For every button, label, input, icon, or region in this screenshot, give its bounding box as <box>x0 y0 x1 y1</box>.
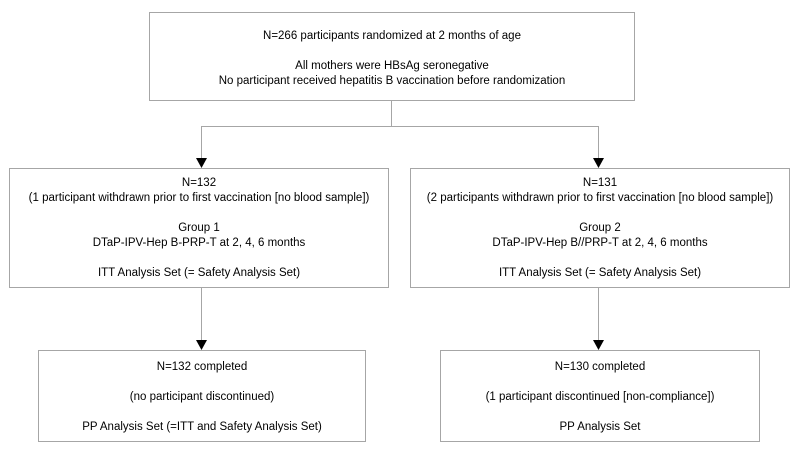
completed1-count: N=132 completed <box>156 361 248 373</box>
completed2-analysis-set: PP Analysis Set <box>559 421 641 433</box>
completed2-count: N=130 completed <box>554 361 646 373</box>
group1-label: Group 1 <box>178 222 220 234</box>
group2-label: Group 2 <box>579 222 621 234</box>
group1-count: N=132 <box>181 177 217 189</box>
prior-vaccination-status: No participant received hepatitis B vacc… <box>218 75 566 87</box>
completed1-status: (no participant discontinued) <box>129 391 275 403</box>
group2-count: N=131 <box>582 177 618 189</box>
arrowhead-completed2 <box>593 340 604 350</box>
completed2-status: (1 participant discontinued [non-complia… <box>485 391 715 403</box>
completed1-box: N=132 completed (no participant disconti… <box>38 350 366 442</box>
group1-withdrawn: (1 participant withdrawn prior to first … <box>28 192 370 204</box>
group2-analysis-set: ITT Analysis Set (= Safety Analysis Set) <box>498 267 702 279</box>
completed2-box: N=130 completed (1 participant discontin… <box>440 350 760 442</box>
group1-vaccine: DTaP-IPV-Hep B-PRP-T at 2, 4, 6 months <box>92 237 306 249</box>
group1-analysis-set: ITT Analysis Set (= Safety Analysis Set) <box>97 267 301 279</box>
group2-withdrawn: (2 participants withdrawn prior to first… <box>426 192 774 204</box>
arrowhead-right <box>593 158 604 168</box>
arrowhead-completed1 <box>196 340 207 350</box>
mothers-status: All mothers were HBsAg seronegative <box>295 60 489 72</box>
randomization-count: N=266 participants randomized at 2 month… <box>263 30 521 42</box>
group2-vaccine: DTaP-IPV-Hep B//PRP-T at 2, 4, 6 months <box>492 237 708 249</box>
group1-box: N=132 (1 participant withdrawn prior to … <box>9 168 389 288</box>
completed1-analysis-set: PP Analysis Set (=ITT and Safety Analysi… <box>82 421 322 433</box>
group2-box: N=131 (2 participants withdrawn prior to… <box>410 168 790 288</box>
arrowhead-left <box>196 158 207 168</box>
randomization-box: N=266 participants randomized at 2 month… <box>149 12 635 101</box>
